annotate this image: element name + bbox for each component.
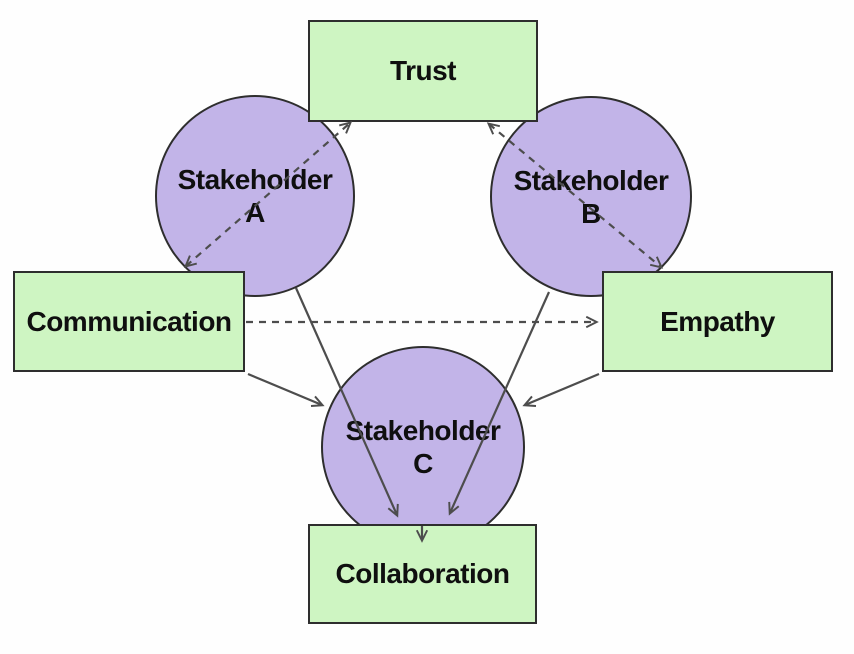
stakeholder-b-label-line1: Stakeholder: [513, 164, 669, 196]
node-empathy: Empathy: [602, 271, 833, 372]
stakeholder-c-label-line2: C: [413, 448, 433, 479]
communication-label: Communication: [26, 305, 232, 337]
stakeholder-a-label-line2: A: [245, 197, 265, 228]
edge-empathy-stakeholder-c: [522, 372, 600, 408]
node-stakeholder-c: Stakeholder C: [321, 346, 525, 548]
stakeholder-a-label-line1: Stakeholder: [177, 164, 333, 195]
edge-communication-stakeholder-c: [247, 372, 325, 408]
node-stakeholder-a: Stakeholder A: [155, 95, 355, 297]
stakeholder-c-label-line1: Stakeholder: [345, 415, 501, 446]
node-communication: Communication: [13, 271, 245, 372]
node-collaboration: Collaboration: [308, 524, 537, 624]
stakeholder-b-label-line2: B: [581, 197, 601, 229]
empathy-label: Empathy: [660, 305, 775, 337]
node-trust: Trust: [308, 20, 538, 122]
node-stakeholder-b: Stakeholder B: [490, 96, 692, 297]
trust-label: Trust: [390, 55, 456, 86]
collaboration-label: Collaboration: [335, 558, 510, 589]
